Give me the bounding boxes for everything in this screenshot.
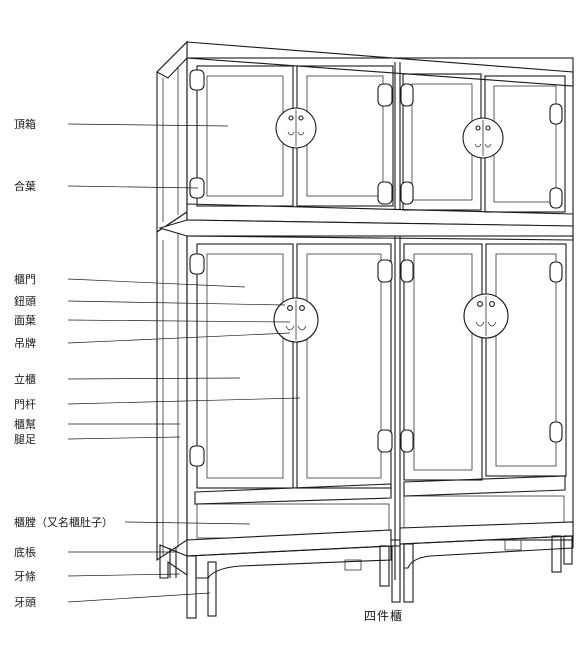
label-spandrel: 牙頭 bbox=[14, 596, 36, 609]
label-face-plate: 面葉 bbox=[14, 314, 36, 327]
label-side-panel: 櫃幫 bbox=[14, 418, 36, 431]
label-top-box: 頂箱 bbox=[14, 118, 36, 131]
label-knob: 鈕頭 bbox=[14, 295, 36, 308]
label-pull: 吊牌 bbox=[14, 337, 36, 350]
label-standing-cabinet: 立櫃 bbox=[14, 373, 36, 386]
label-cabinet-belly: 櫃膛（又名櫃肚子） bbox=[14, 516, 113, 529]
lower-cabinet-frame bbox=[158, 219, 574, 580]
label-cabinet-door: 櫃門 bbox=[14, 273, 36, 286]
label-door-stile: 門杆 bbox=[14, 398, 36, 411]
label-bottom-stretcher: 底棖 bbox=[14, 546, 36, 559]
label-leg: 腿足 bbox=[14, 433, 36, 446]
hinges bbox=[189, 69, 563, 467]
diagram-caption: 四件櫃 bbox=[364, 609, 404, 623]
leader-lines bbox=[67, 123, 301, 603]
side-panel-left bbox=[156, 40, 188, 578]
base bbox=[159, 535, 574, 619]
label-hinge: 合葉 bbox=[14, 180, 36, 193]
label-apron: 牙條 bbox=[14, 570, 36, 583]
lower-cabinet-doors bbox=[196, 243, 567, 489]
lock-plates bbox=[273, 107, 509, 343]
top-box-frame bbox=[156, 40, 574, 227]
